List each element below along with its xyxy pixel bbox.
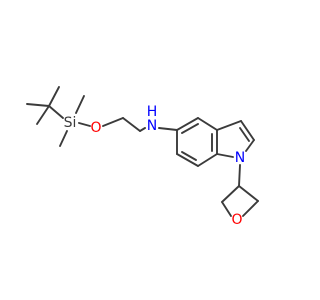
bond-tbu-methyl-bottom [36,105,50,125]
bond-ch2-ch2 [122,117,141,132]
oxetane-oxygen-label: O [231,212,242,228]
bond-si-o [78,122,91,127]
bond-oxetane-c3-c2 [238,185,259,202]
bond-n1-oxetane [238,164,241,187]
bond-c3-c2 [240,120,255,141]
bond-o-ch2 [102,117,124,127]
bond-tbu-si [48,105,64,119]
ether-oxygen-label: O [90,120,101,136]
bond-oxetane-c4-c3 [221,185,240,203]
bond-c3-c2-inner [239,127,250,142]
bond-c2-n1 [245,139,255,152]
bond-c5-c4 [176,117,199,131]
bond-nh-c5 [158,127,178,131]
bond-si-methyl-up [75,95,85,114]
bond-tbu-methyl-left [26,103,50,107]
silicon-label: Si [64,115,77,131]
amine-hydrogen-label: H [147,104,158,120]
bond-oxetane-c2-o [242,200,259,217]
indole-nitrogen-label: N [235,150,245,166]
molecule-structure: Si O H N N O [26,86,259,228]
bond-c7-c6 [176,153,199,167]
bond-c7-c6-inner [181,151,197,161]
bond-n1-c7a [216,153,234,158]
bond-c5-c4-inner [181,123,199,134]
bond-c7a-c7 [197,153,218,167]
bond-c4-c3a [197,117,218,131]
bond-tbu-methyl-top [48,86,60,107]
bond-c3a-c3 [216,120,242,131]
bond-si-methyl-down [59,130,68,147]
bond-oxetane-o-c4 [221,201,232,217]
amine-nitrogen-label: N [147,118,157,134]
bond-ch2-nh [139,127,146,132]
